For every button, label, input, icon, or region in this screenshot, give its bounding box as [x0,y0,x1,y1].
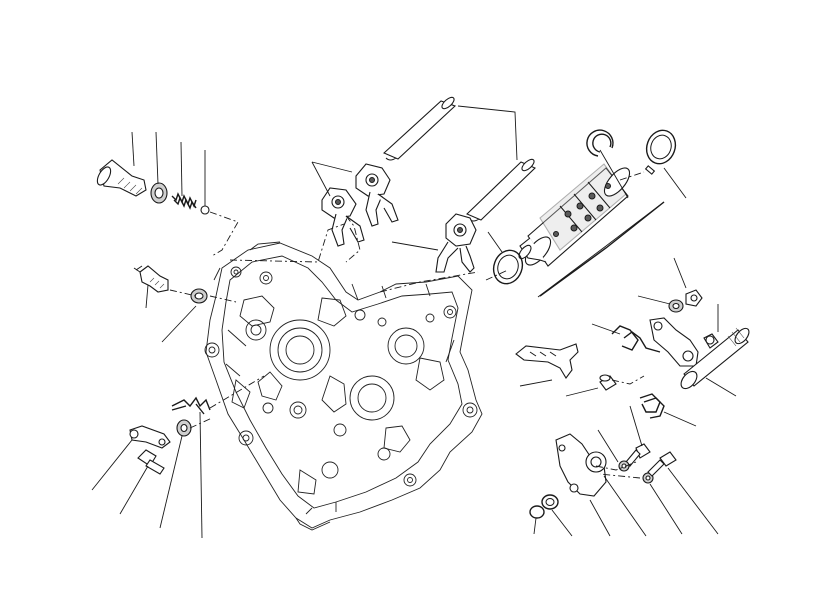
retainer-spring [171,396,211,415]
shift-lever-spring [639,393,665,419]
selector-drum [518,163,631,267]
shift-stop-bolt [703,333,719,349]
shift-shaft-spring [611,325,661,353]
neutral-switch [133,265,169,293]
detent-spring [171,192,197,210]
selector-drum-thrust-ring [645,129,677,165]
detent-ball [200,205,210,215]
selector-drum-washer [644,165,656,175]
shift-fork-pair [321,163,399,247]
retainer-plate-bolt [137,449,165,475]
gear-shift-fork-rod-lower [466,158,536,222]
shift-lever-washer [618,460,630,472]
shift-shaft [680,327,750,390]
shift-stop-washer [668,299,684,313]
shift-lever-circlip [529,494,559,519]
shift-lever-bushing [555,433,607,497]
selector-drum-circlip [586,129,614,157]
assembly-center-lines [169,171,645,479]
gear-shift-fork-rod-upper [382,96,457,161]
leader-lines [91,105,737,539]
shift-lever-stop-bolt [647,451,677,477]
gearshift-pawl [515,343,579,379]
shift-lever-bolt [625,443,651,467]
retainer-washer [176,419,192,437]
crankcase-half [204,241,483,531]
shift-lever-ring [642,472,654,484]
shift-lever-assembly [649,317,699,367]
pawl-bolt [599,374,617,391]
neutral-switch-washer [190,288,208,304]
shift-stop-nut [685,289,703,307]
drum-axis-line [539,201,665,297]
detent-sealing-washer [150,182,168,204]
shift-fork-single [435,213,477,273]
drum-retainer-plate [129,425,171,449]
drum-end-washer [492,249,524,285]
detent-plug-bolt [96,159,147,197]
